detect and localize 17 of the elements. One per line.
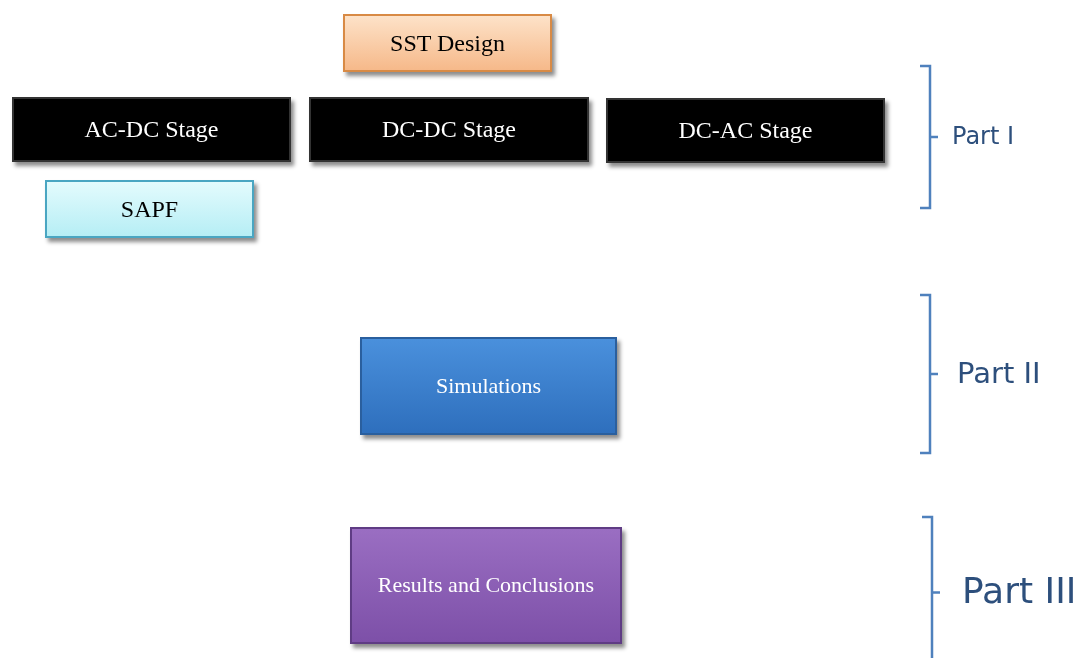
box-label: SST Design	[390, 28, 505, 58]
box-label: AC-DC Stage	[84, 115, 219, 144]
process-box	[350, 527, 622, 644]
box-label: DC-AC Stage	[678, 116, 813, 145]
section-label: Part I	[952, 122, 1015, 151]
process-box	[309, 97, 589, 162]
process-box	[343, 14, 552, 72]
process-box	[606, 98, 885, 163]
box-label: Results and Conclusions	[377, 571, 595, 600]
process-box	[45, 180, 254, 238]
process-box	[12, 97, 291, 162]
box-label: DC-DC Stage	[382, 115, 516, 144]
section-label: Part III	[962, 570, 1077, 612]
box-label: SAPF	[120, 194, 179, 224]
section-label: Part II	[957, 356, 1041, 390]
box-label: Simulations	[435, 372, 542, 400]
process-box	[360, 337, 617, 435]
